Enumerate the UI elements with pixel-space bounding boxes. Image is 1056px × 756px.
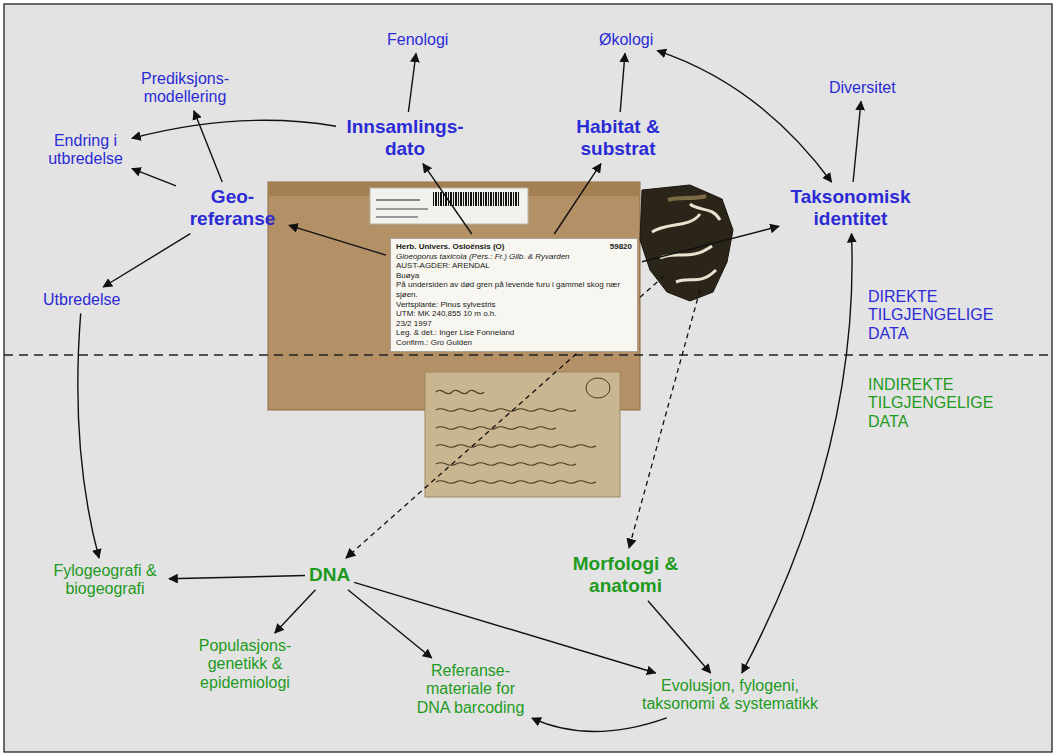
arrow-connector (194, 111, 222, 182)
node-text: Taksonomisk identitet (783, 186, 918, 230)
arrow-connector (408, 53, 416, 112)
outcome-label: Økologi (599, 31, 653, 49)
arrow-connector (642, 226, 779, 261)
outcome-label: Fylogeografi & biogeografi (45, 562, 165, 599)
fungus-specimen (640, 185, 733, 301)
data-label: Geo- referanse (180, 186, 285, 230)
outcome-label: Prediksjons- modellering (135, 70, 235, 107)
handwritten-card (425, 372, 620, 497)
arrow-connector (648, 601, 711, 673)
arrow-connector (354, 582, 655, 673)
node-text: Innsamlings- dato (340, 116, 470, 160)
node-text: Prediksjons- modellering (135, 70, 235, 107)
arrow-connector (620, 53, 625, 112)
data-label: Morfologi & anatomi (563, 553, 688, 597)
node-text: DNA (309, 564, 350, 586)
node-text: Fylogeografi & biogeografi (45, 562, 165, 599)
outcome-label: Referanse- materiale for DNA barcoding (413, 662, 528, 717)
node-subtext: 59820 (610, 242, 632, 252)
herbarium-label: Herb. Univers. Osloënsis (O)59820Gloeopo… (390, 238, 638, 352)
section-label-box: DIREKTE TILGJENGELIGE DATA (868, 288, 993, 343)
node-subtext: UTM: MK 240,855 10 m o.h. (396, 309, 632, 319)
arrow-connector (275, 590, 316, 633)
node-text: Habitat & substrat (563, 116, 673, 160)
sticker-print (376, 199, 420, 201)
node-text: Morfologi & anatomi (563, 553, 688, 597)
node-subtext: Confirm.: Gro Gulden (396, 338, 632, 348)
node-text: Diversitet (829, 79, 896, 97)
arrow-connector (853, 101, 861, 182)
node-text: Populasjons- genetikk & epidemiologi (195, 637, 295, 692)
outcome-label: Utbredelse (43, 291, 120, 309)
node-text: Herb. Univers. Osloënsis (O) (396, 242, 632, 252)
data-label: Innsamlings- dato (340, 116, 470, 160)
node-text: Fenologi (387, 31, 448, 49)
data-label: Habitat & substrat (563, 116, 673, 160)
node-subtext: Vertsplante: Pinus sylvestris (396, 300, 632, 310)
divider-line (4, 354, 1052, 355)
section-label: DIREKTE TILGJENGELIGE DATA (868, 288, 993, 343)
node-text: Økologi (599, 31, 653, 49)
arrow-connector (742, 234, 852, 673)
data-label: DNA (309, 564, 350, 586)
outcome-label: Endring i utbredelse (43, 132, 128, 169)
barcode-sticker (370, 188, 528, 224)
arrow-connector (348, 590, 432, 658)
node-subtext: Gloeoporus taxicola (Pers.: Fr.) Gilb. &… (396, 252, 632, 262)
node-text: Endring i utbredelse (43, 132, 128, 169)
sticker-print (376, 216, 418, 218)
fungus-pores (652, 204, 720, 282)
node-text: Referanse- materiale for DNA barcoding (413, 662, 528, 717)
node-text: Utbredelse (43, 291, 120, 309)
node-subtext: Buøya (396, 271, 632, 281)
arrow-connector (132, 120, 336, 138)
handwriting-circle (586, 378, 610, 398)
section-label-box: INDIREKTE TILGJENGELIGE DATA (868, 376, 993, 431)
fungus-bark (668, 196, 706, 200)
data-label: Taksonomisk identitet (783, 186, 918, 230)
arrow-connector (554, 164, 601, 234)
node-subtext: Leg. & det.: Inger Lise Fonneland (396, 328, 632, 338)
outcome-label: Diversitet (829, 79, 896, 97)
node-text: Evolusjon, fylogeni, taksonomi & systema… (635, 677, 825, 714)
arrow-connector (532, 718, 667, 732)
node-subtext: AUST-AGDER: ARENDAL (396, 261, 632, 271)
section-label: INDIREKTE TILGJENGELIGE DATA (868, 376, 993, 431)
outcome-label: Evolusjon, fylogeni, taksonomi & systema… (635, 677, 825, 714)
arrow-connector (78, 313, 99, 558)
outcome-label: Populasjons- genetikk & epidemiologi (195, 637, 295, 692)
node-subtext: 23/2 1997 (396, 319, 632, 329)
arrow-connector (169, 576, 305, 579)
node-subtext: På undersiden av død gren på levende fur… (396, 280, 632, 299)
node-text: Geo- referanse (180, 186, 285, 230)
handwriting-scribble (436, 390, 596, 483)
background-frame (4, 4, 1052, 752)
arrow-connector (132, 169, 176, 186)
arrow-connector (103, 234, 190, 287)
sticker-print (376, 208, 428, 210)
arrow-connector (289, 225, 386, 255)
arrow-connector (423, 164, 472, 234)
barcode (432, 192, 520, 206)
outcome-label: Fenologi (387, 31, 448, 49)
arrow-connector (657, 51, 831, 182)
dashed-arrow (629, 290, 700, 548)
